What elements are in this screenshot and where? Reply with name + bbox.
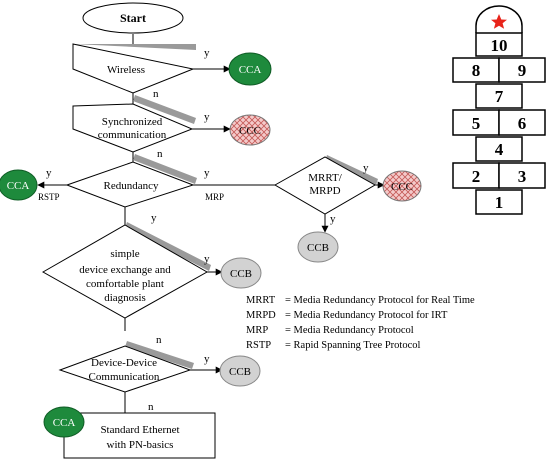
hopscotch-grid: 10 8 9 7 5 6 4 2 3 1 xyxy=(452,5,546,215)
result-cca-rstp: CCA xyxy=(0,169,38,201)
end-box-label-2: with PN-basics xyxy=(107,439,174,451)
decision-device-exchange: simple device exchange and comfortable p… xyxy=(41,222,211,319)
svg-text:CCB: CCB xyxy=(230,268,252,280)
wireless-label: Wireless xyxy=(107,64,145,76)
hop-cell-2: 2 xyxy=(472,167,481,186)
svg-text:y: y xyxy=(46,167,52,179)
svg-text:y: y xyxy=(204,167,210,179)
legend-abbr-mrrt: MRRT xyxy=(246,295,276,306)
legend-abbr-rstp: RSTP xyxy=(246,340,271,351)
svg-text:y: y xyxy=(151,212,157,224)
svg-text:CCA: CCA xyxy=(239,64,262,76)
hop-cell-9: 9 xyxy=(518,61,527,80)
legend-text-mrpd: = Media Redundancy Protocol for IRT xyxy=(285,310,448,321)
svg-text:y: y xyxy=(363,162,369,174)
star-icon xyxy=(491,14,507,29)
result-ccb-mrrt: CCB xyxy=(297,231,339,263)
result-ccc-synchronized: CCC xyxy=(229,114,271,146)
device-exchange-label-1: simple xyxy=(110,248,139,260)
hop-cell-5: 5 xyxy=(472,114,481,133)
svg-text:CCB: CCB xyxy=(307,242,329,254)
svg-text:CCC: CCC xyxy=(239,125,261,137)
svg-text:CCA: CCA xyxy=(7,180,30,192)
decision-redundancy: Redundancy xyxy=(65,154,197,208)
svg-text:n: n xyxy=(148,401,154,413)
result-cca-wireless: CCA xyxy=(228,52,272,86)
svg-text:y: y xyxy=(330,213,336,225)
decision-wireless: Wireless xyxy=(72,43,196,94)
hop-cell-3: 3 xyxy=(518,167,527,186)
svg-text:y: y xyxy=(204,353,210,365)
legend-text-rstp: = Rapid Spanning Tree Protocol xyxy=(285,340,421,351)
hop-cell-6: 6 xyxy=(518,114,527,133)
legend: MRRT = Media Redundancy Protocol for Rea… xyxy=(246,295,475,351)
result-ccb-device-device: CCB xyxy=(219,355,261,387)
svg-text:n: n xyxy=(156,334,162,346)
hop-cell-8: 8 xyxy=(472,61,481,80)
result-ccc-mrrt: CCC xyxy=(382,170,422,202)
device-exchange-label-2: device exchange and xyxy=(79,264,171,276)
start-node: Start xyxy=(82,2,184,34)
svg-text:y: y xyxy=(204,47,210,59)
legend-abbr-mrpd: MRPD xyxy=(246,310,276,321)
svg-text:n: n xyxy=(157,148,163,160)
svg-text:CCC: CCC xyxy=(391,181,413,193)
result-cca-end: CCA xyxy=(43,406,85,438)
synchronized-label-2: communication xyxy=(98,129,167,141)
end-box: Standard Ethernet with PN-basics xyxy=(63,412,216,459)
device-exchange-label-3: comfortable plant xyxy=(86,278,164,290)
hop-cell-10: 10 xyxy=(491,36,508,55)
connector-lines xyxy=(37,34,385,413)
svg-text:RSTP: RSTP xyxy=(38,192,60,202)
device-device-label-1: Device-Device xyxy=(91,357,157,369)
legend-text-mrrt: = Media Redundancy Protocol for Real Tim… xyxy=(285,295,475,306)
mrrt-label-2: MRPD xyxy=(309,185,340,197)
svg-text:n: n xyxy=(153,88,159,100)
end-box-label-1: Standard Ethernet xyxy=(100,424,179,436)
hop-cell-7: 7 xyxy=(495,87,504,106)
device-device-label-2: Communication xyxy=(89,371,160,383)
device-exchange-label-4: diagnosis xyxy=(104,292,146,304)
synchronized-label-1: Synchronized xyxy=(102,116,163,128)
decision-synchronized: Synchronized communication xyxy=(72,95,196,153)
decision-mrrt-mrpd: MRRT/ MRPD xyxy=(273,155,378,215)
legend-abbr-mrp: MRP xyxy=(246,325,268,336)
branch-labels: y n y n y y RSTP MRP y y y y n y n xyxy=(38,47,369,413)
legend-text-mrp: = Media Redundancy Protocol xyxy=(285,325,414,336)
redundancy-label: Redundancy xyxy=(104,180,159,192)
mrrt-label-1: MRRT/ xyxy=(308,172,343,184)
svg-text:y: y xyxy=(204,253,210,265)
svg-text:CCB: CCB xyxy=(229,366,251,378)
result-ccb-device-exchange: CCB xyxy=(220,257,262,289)
start-label: Start xyxy=(120,11,146,25)
svg-text:MRP: MRP xyxy=(205,192,224,202)
svg-text:CCA: CCA xyxy=(53,417,76,429)
svg-text:y: y xyxy=(204,111,210,123)
decision-device-device: Device-Device Communication xyxy=(58,341,194,393)
hop-cell-4: 4 xyxy=(495,140,504,159)
hop-cell-1: 1 xyxy=(495,193,504,212)
